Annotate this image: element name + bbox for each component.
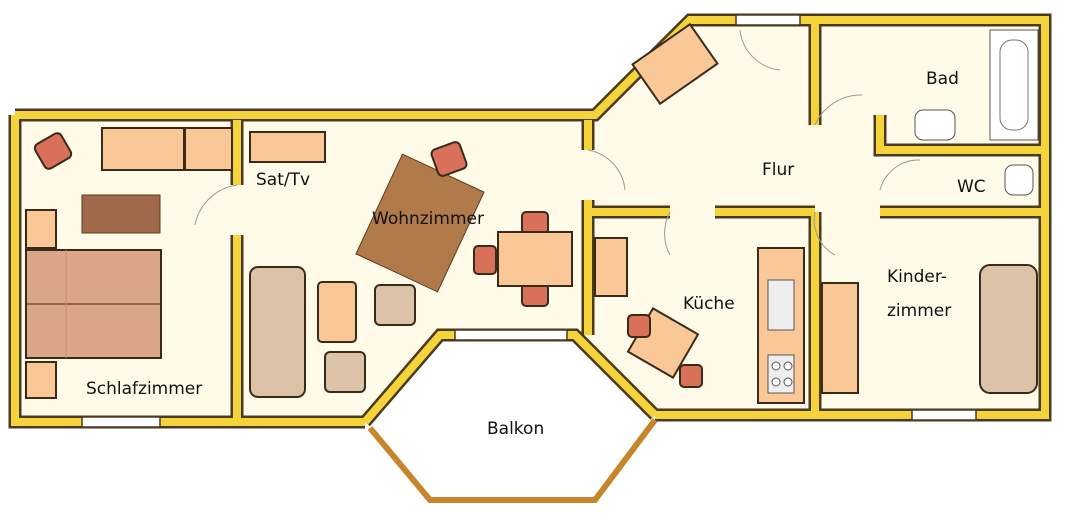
window: [81, 416, 161, 428]
balcony-railing: [367, 418, 658, 503]
room-label-kinderzimmer-2: zimmer: [887, 301, 951, 321]
furniture: [25, 22, 1039, 404]
balcony-floor: [370, 335, 655, 500]
window: [735, 14, 801, 26]
room-label-wohnzimmer: Wohnzimmer: [372, 209, 484, 229]
room-label-sat-tv: Sat/Tv: [256, 170, 310, 190]
room-label-flur: Flur: [762, 160, 794, 180]
room-label-bad: Bad: [926, 69, 959, 89]
room-label-kueche: Küche: [683, 294, 735, 314]
window: [911, 409, 977, 421]
room-label-balkon: Balkon: [487, 419, 544, 439]
room-label-kinderzimmer-1: Kinder-: [887, 267, 947, 287]
room-label-wc: WC: [957, 177, 986, 197]
room-label-schlafzimmer: Schlafzimmer: [86, 379, 202, 399]
doors: [194, 29, 921, 256]
window: [454, 329, 568, 341]
walls: [8, 13, 1052, 503]
